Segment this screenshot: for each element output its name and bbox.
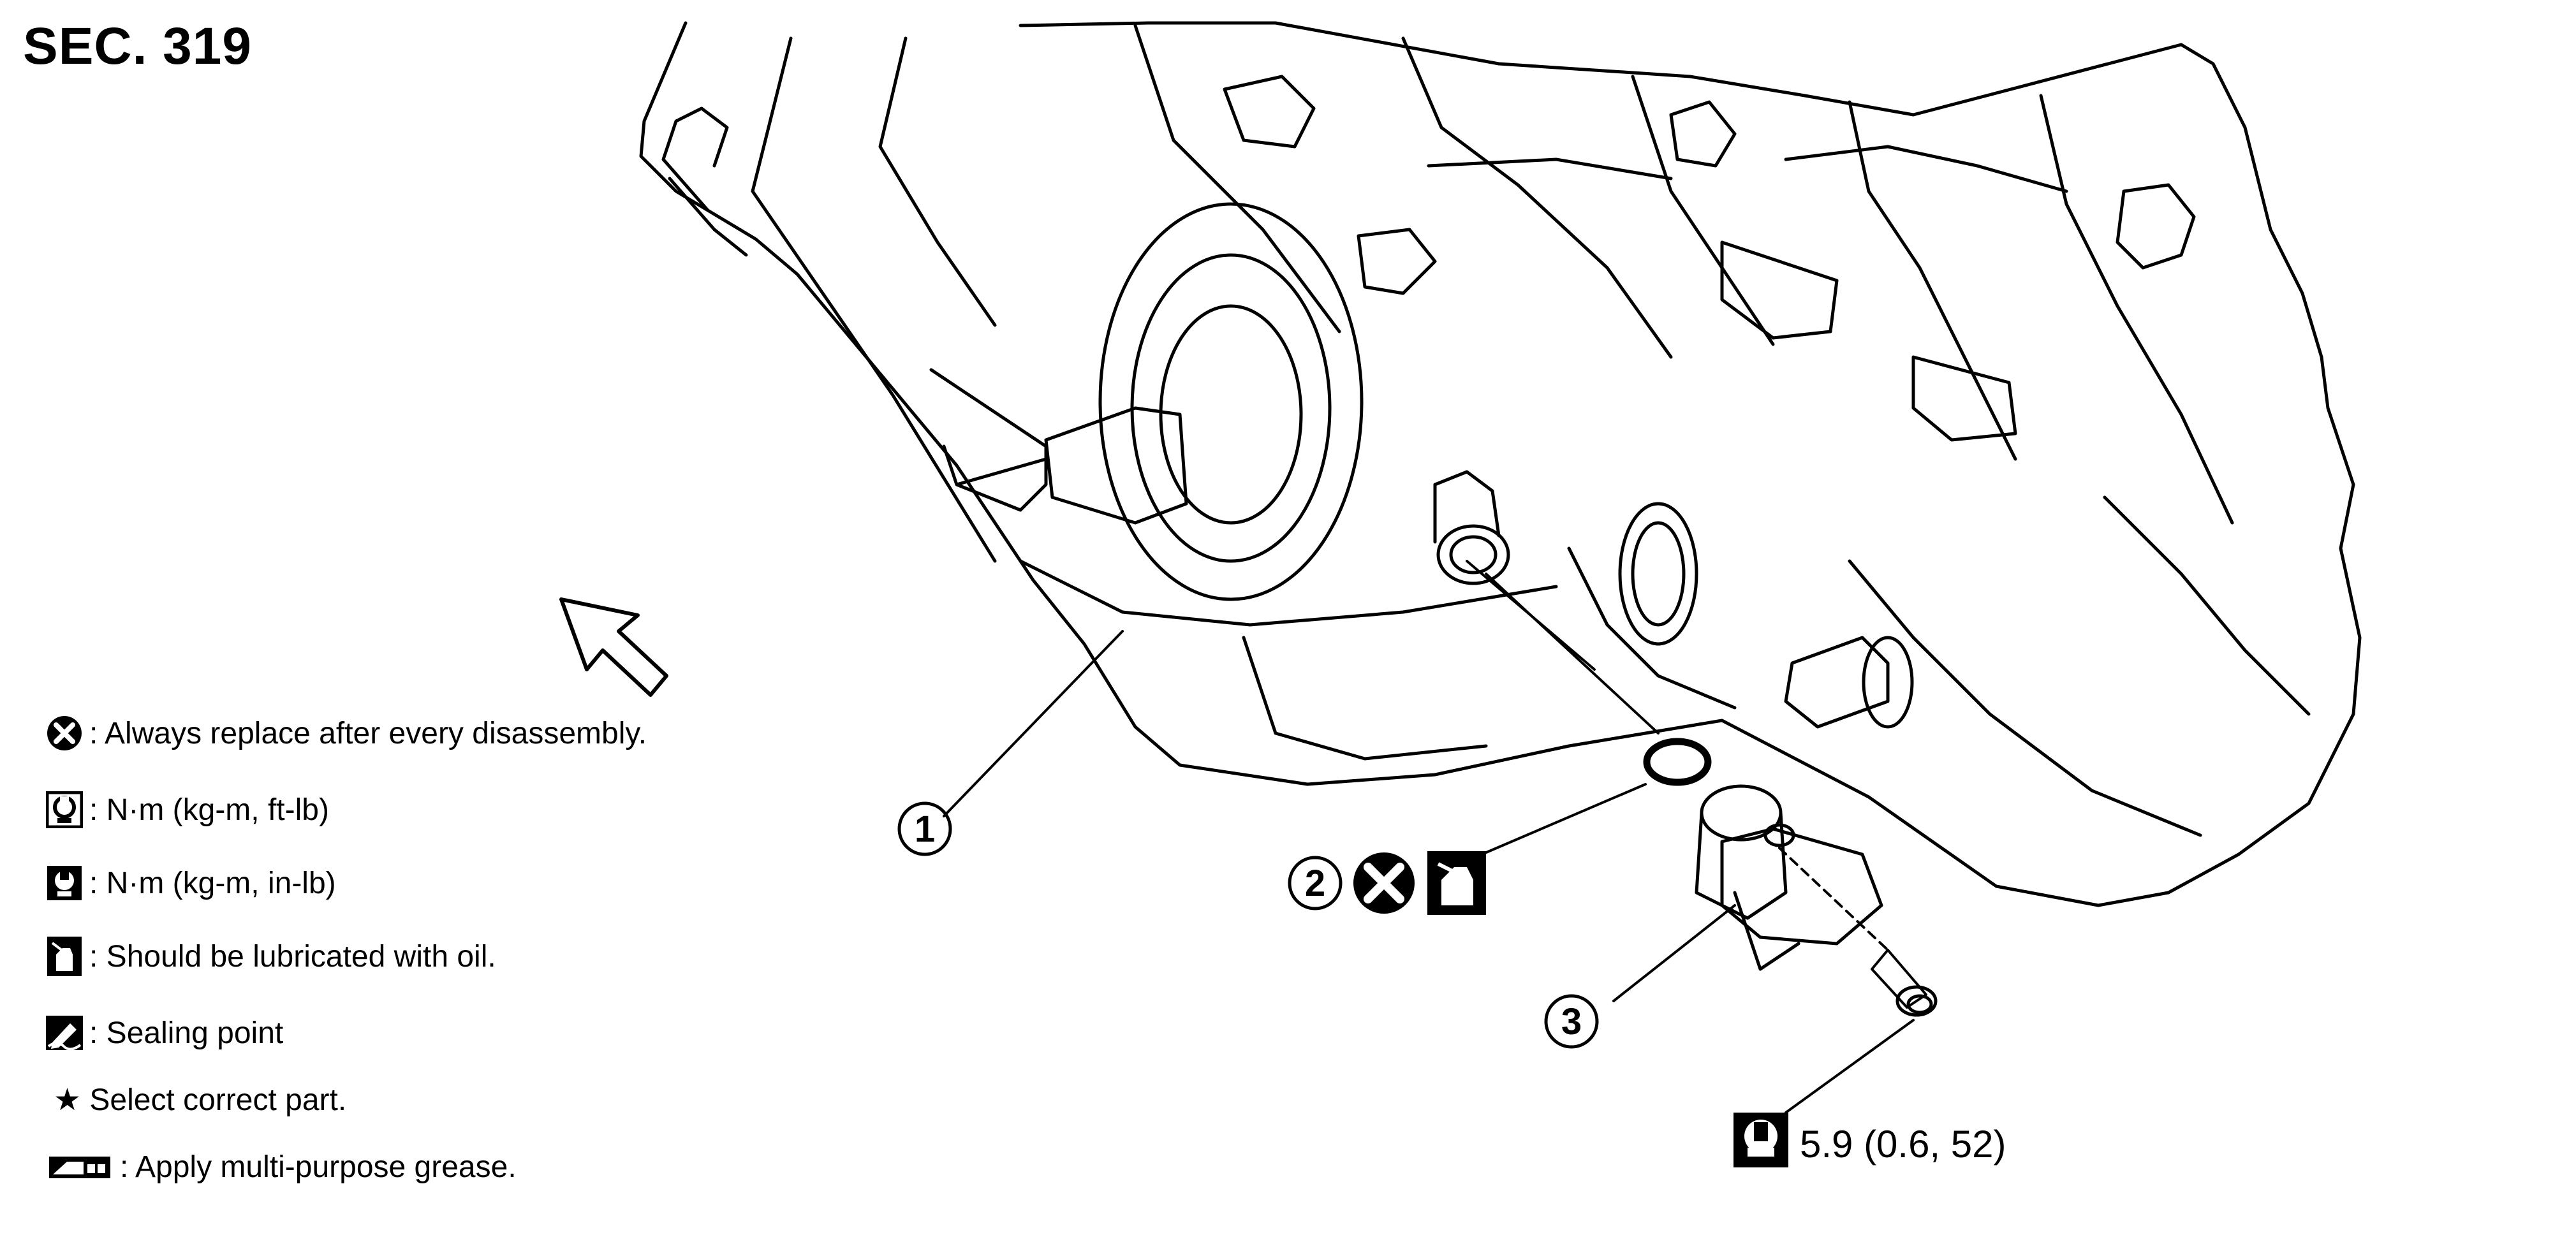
callout-1-circle — [897, 801, 952, 856]
legend-replace: : Always replace after every disassembly… — [45, 711, 647, 756]
torque-wrench-in-lb-icon — [45, 863, 84, 903]
callout-1: 1 — [915, 808, 935, 850]
transmission-case — [639, 21, 2362, 907]
grease-icon — [45, 1147, 115, 1187]
callout-2-circle — [1288, 856, 1343, 910]
leader-line-bolt — [1785, 1019, 1915, 1114]
oil-can-icon — [45, 937, 84, 976]
leader-line-3 — [1612, 904, 1736, 1002]
torque-wrench-ft-lb-icon — [45, 790, 84, 829]
bolt — [1871, 949, 1938, 1017]
oil-can-icon — [1427, 851, 1486, 915]
front-arrow-icon — [559, 597, 668, 697]
legend-torque-in-lb: : N·m (kg-m, in-lb) — [45, 861, 336, 905]
legend-replace-text: : Always replace after every disassembly… — [89, 716, 647, 750]
section-title: SEC. 319 — [23, 17, 252, 75]
legend-grease-text: : Apply multi-purpose grease. — [120, 1150, 517, 1184]
leader-line-1 — [943, 630, 1124, 817]
legend-grease: : Apply multi-purpose grease. — [45, 1144, 517, 1189]
torque-wrench-in-lb-icon — [1733, 1113, 1788, 1167]
replace-x-icon — [1353, 852, 1415, 914]
leader-line-2 — [1466, 783, 1647, 862]
legend-torque-ft-lb: : N·m (kg-m, ft-lb) — [45, 787, 329, 832]
legend-torque-ft-lb-text: : N·m (kg-m, ft-lb) — [89, 793, 329, 827]
legend-sealing: : Sealing point — [45, 1011, 283, 1055]
legend-lubricate-text: : Should be lubricated with oil. — [89, 939, 496, 974]
callout-3: 3 — [1561, 1001, 1582, 1042]
legend-torque-in-lb-text: : N·m (kg-m, in-lb) — [89, 866, 336, 900]
bell-housing — [1098, 202, 1364, 601]
callout-3-circle — [1544, 994, 1599, 1049]
callout-2: 2 — [1305, 863, 1325, 904]
legend-select-part: ★ Select correct part. — [48, 1078, 346, 1122]
sealant-icon — [45, 1013, 84, 1053]
legend-select-part-text: ★ Select correct part. — [54, 1083, 347, 1117]
legend-sealing-text: : Sealing point — [89, 1016, 284, 1050]
position-sensor — [1695, 784, 1883, 971]
o-ring — [1643, 738, 1712, 786]
sensor-bore — [1436, 524, 1510, 585]
torque-spec: 5.9 (0.6, 52) — [1800, 1123, 2006, 1166]
replace-x-icon — [45, 713, 84, 753]
legend-lubricate: : Should be lubricated with oil. — [45, 934, 496, 979]
